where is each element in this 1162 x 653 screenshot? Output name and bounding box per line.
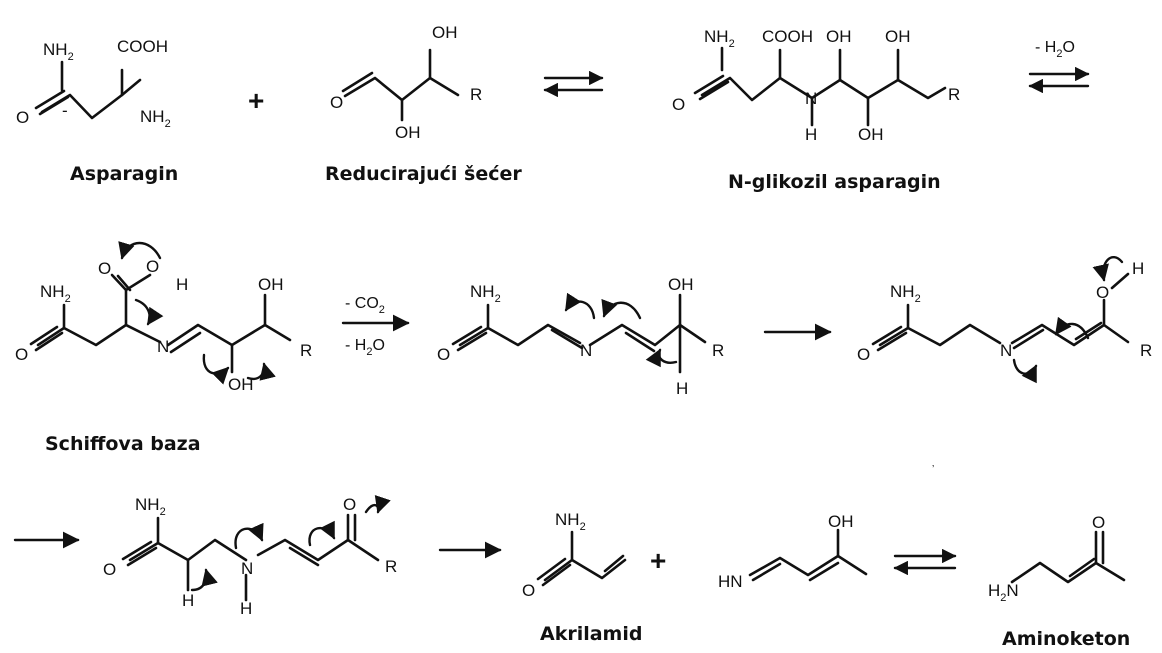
- intermediate-enamine-structure: NH2 O N H H O R: [103, 495, 397, 618]
- atom-oh: OH: [668, 275, 694, 294]
- condition-minus-h2o: - H2O: [345, 337, 385, 358]
- curly-arrow: [308, 520, 336, 547]
- atom-o: O: [343, 495, 356, 514]
- stray-mark: ’: [932, 464, 934, 475]
- acrylamide-structure: NH2 O: [522, 510, 627, 600]
- atom-o: O: [1096, 283, 1109, 302]
- atom-n: N: [241, 559, 253, 578]
- curly-arrow: [234, 522, 264, 550]
- label-reducirajuci-secer: Reducirajući šećer: [325, 163, 522, 185]
- atom-r: R: [385, 557, 397, 576]
- label-akrilamid: Akrilamid: [540, 623, 642, 645]
- atom-nh2: NH2: [890, 282, 921, 305]
- atom-nh2: NH2: [140, 107, 171, 130]
- atom-o: O: [98, 259, 111, 278]
- atom-n: N: [1000, 341, 1012, 360]
- n-glycosyl-asparagine-structure: NH2 COOH OH OH O N H OH R: [672, 27, 960, 144]
- aminoketone-structure: H2N O: [988, 513, 1126, 604]
- atom-r: R: [948, 85, 960, 104]
- atom-h: H: [176, 275, 188, 294]
- intermediate-imine-structure: NH2 O N OH H R: [437, 275, 724, 398]
- atom-cooh: COOH: [762, 27, 813, 46]
- curly-arrow: [564, 292, 596, 320]
- atom-h: H: [182, 591, 194, 610]
- decarboxylation-arrow: - CO2 - H2O: [341, 295, 410, 358]
- atom-o: O: [1092, 513, 1105, 532]
- curly-arrow: [1092, 256, 1124, 282]
- atom-cooh: COOH: [117, 37, 168, 56]
- curly-arrow: [601, 298, 642, 320]
- atom-h: H: [805, 125, 817, 144]
- asparagine-structure: NH2 COOH O - NH2: [16, 37, 171, 130]
- atom-o: O: [437, 345, 450, 364]
- curly-arrow: [202, 353, 230, 385]
- atom-h2n: H2N: [988, 581, 1019, 604]
- dehydration-equilibrium-arrow: - H2O: [1028, 39, 1090, 94]
- reducing-sugar-structure: O OH OH R: [330, 23, 482, 142]
- atom-n: N: [805, 89, 817, 108]
- atom-hn: HN: [718, 572, 743, 591]
- atom-nh2: NH2: [135, 495, 166, 518]
- curly-arrow: [1054, 316, 1090, 340]
- atom-o: O: [103, 560, 116, 579]
- atom-oh: OH: [885, 27, 911, 46]
- plus-sign: +: [650, 545, 666, 576]
- label-n-glikozil-asparagin: N-glikozil asparagin: [728, 171, 941, 193]
- atom-oh: OH: [258, 275, 284, 294]
- atom-r: R: [712, 341, 724, 360]
- label-aminoketon: Aminoketon: [1002, 628, 1130, 650]
- atom-h: H: [676, 379, 688, 398]
- atom-o: O: [522, 581, 535, 600]
- atom-oh: OH: [395, 123, 421, 142]
- atom-r: R: [470, 85, 482, 104]
- atom-nh2: NH2: [470, 282, 501, 305]
- atom-oh: OH: [432, 23, 458, 42]
- plus-sign: +: [248, 85, 264, 116]
- atom-oh: OH: [826, 27, 852, 46]
- atom-oh: OH: [858, 125, 884, 144]
- atom-r: R: [1140, 341, 1152, 360]
- atom-o: O: [15, 345, 28, 364]
- curly-arrow: [190, 568, 218, 592]
- atom-o: O: [16, 108, 29, 127]
- label-schiffova-baza: Schiffova baza: [45, 433, 201, 455]
- atom-o: O: [672, 95, 685, 114]
- atom-h: H: [1132, 259, 1144, 278]
- label-asparagin: Asparagin: [70, 163, 178, 185]
- curly-arrow: [246, 362, 276, 381]
- atom-o: O: [330, 93, 343, 112]
- atom-o: O: [146, 257, 159, 276]
- equilibrium-arrow: [543, 70, 604, 98]
- atom-oh: OH: [828, 512, 854, 531]
- schiff-base-structure: NH2 O O O H N OH OH R: [15, 241, 312, 394]
- atom-o: O: [857, 345, 870, 364]
- atom-n: N: [157, 337, 169, 356]
- atom-nh2: NH2: [555, 510, 586, 533]
- enol-imine-structure: HN OH: [718, 512, 868, 591]
- atom-r: R: [300, 341, 312, 360]
- curly-arrow: [645, 348, 678, 368]
- intermediate-enol-structure: NH2 O N O H R: [857, 256, 1152, 384]
- atom-n: N: [580, 341, 592, 360]
- curly-arrow: [118, 241, 162, 260]
- atom-h: H: [240, 599, 252, 618]
- atom-nh2: NH2: [40, 282, 71, 305]
- tautomer-equilibrium-arrow: [893, 548, 957, 576]
- atom-oh: OH: [228, 375, 254, 394]
- atom-minus: -: [62, 101, 68, 120]
- condition-minus-co2: - CO2: [345, 295, 385, 316]
- curly-arrow: [1012, 358, 1038, 384]
- curly-arrow: [364, 495, 391, 514]
- curly-arrow: [134, 298, 164, 326]
- condition-minus-h2o: - H2O: [1035, 39, 1075, 60]
- atom-nh2: NH2: [43, 40, 74, 63]
- atom-nh2: NH2: [704, 27, 735, 50]
